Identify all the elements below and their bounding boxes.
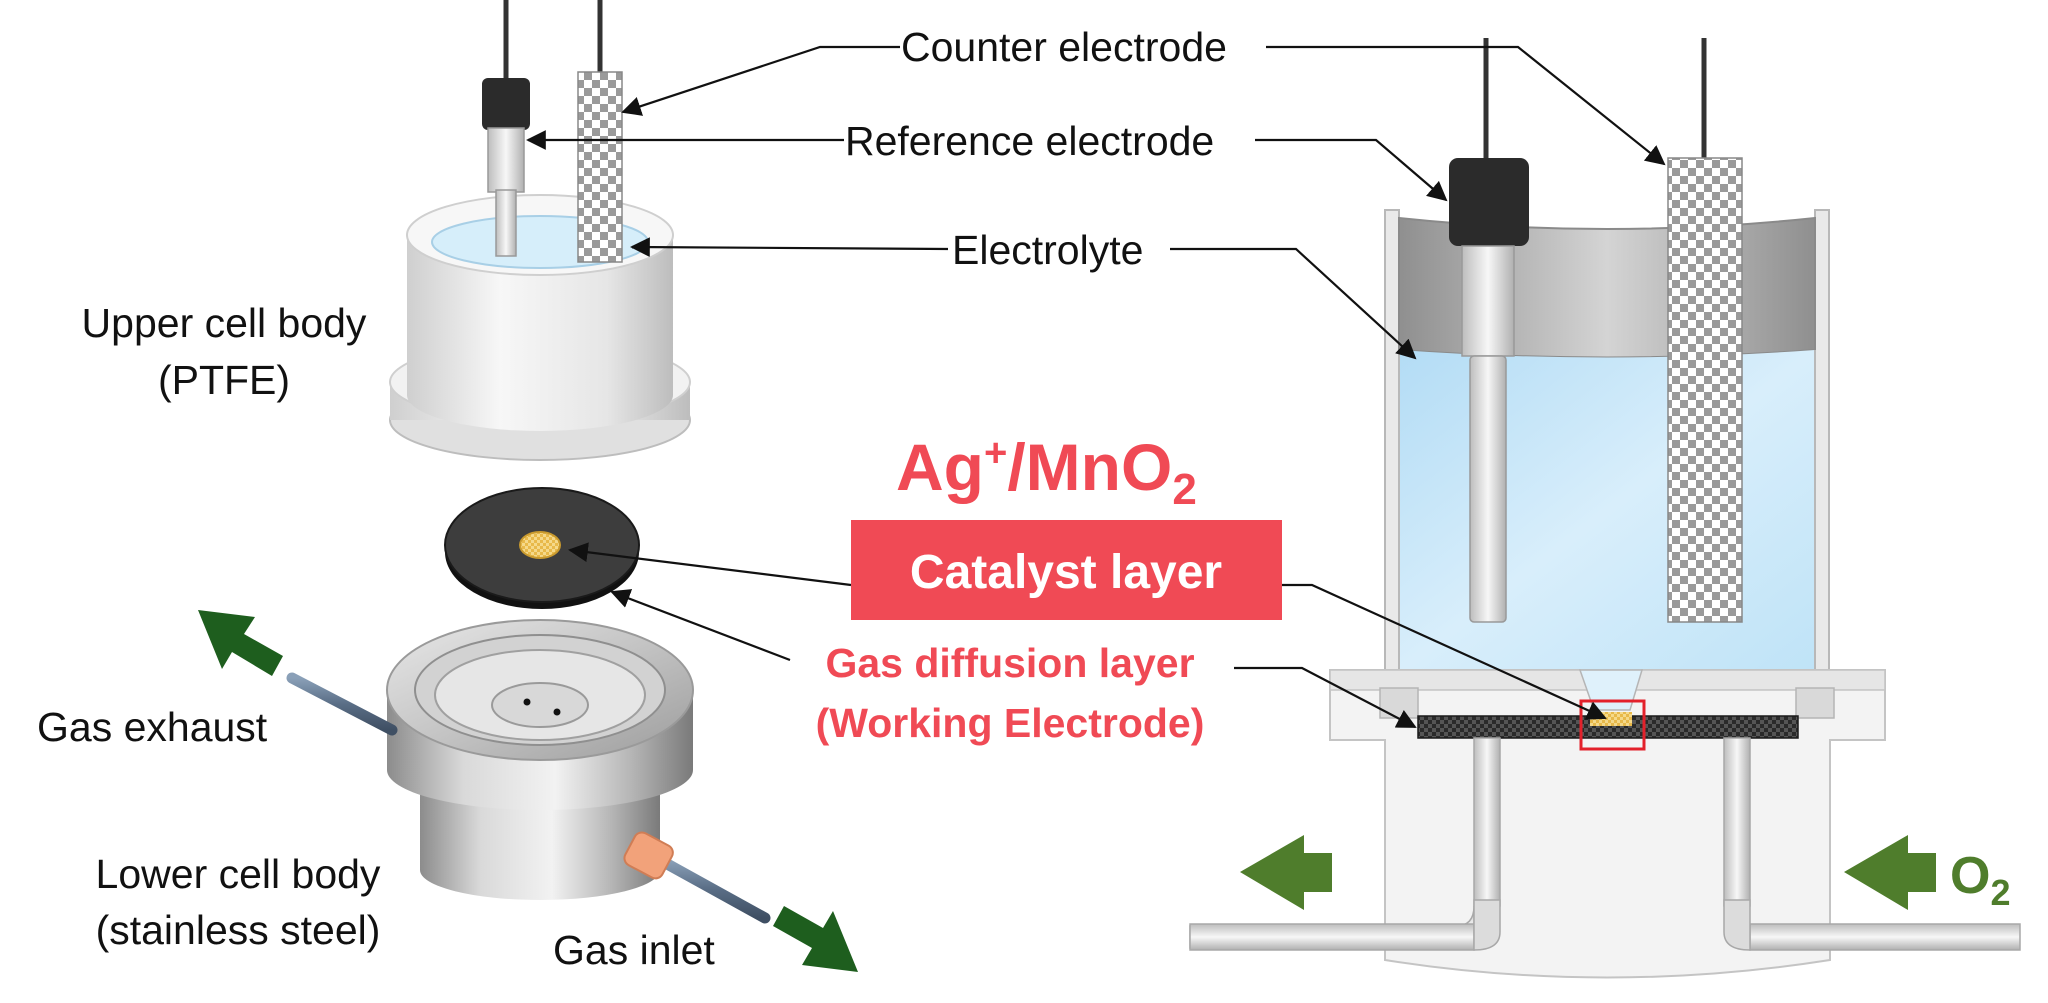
gas-inlet-tube — [623, 831, 771, 924]
leader-lines — [526, 45, 1666, 728]
right-counter-electrode — [1667, 38, 1743, 623]
upper-cell-body — [389, 194, 691, 461]
formula-subscript: 2 — [1172, 465, 1196, 514]
right-reference-electrode — [1449, 38, 1529, 623]
gas-diffusion-disc — [444, 487, 640, 609]
label-upper-cell-material: (PTFE) — [158, 357, 290, 403]
o2-subscript: 2 — [1990, 872, 2010, 913]
gas-exhaust-tube — [286, 672, 398, 736]
lower-cell-body — [386, 619, 694, 900]
label-counter-electrode: Counter electrode — [901, 24, 1227, 70]
label-gas-exhaust: Gas exhaust — [37, 704, 268, 750]
formula-ag-charge: + — [984, 431, 1007, 475]
label-gas-inlet: Gas inlet — [553, 927, 715, 973]
formula-mno: /MnO — [1007, 430, 1172, 504]
label-lower-cell-material: (stainless steel) — [96, 907, 381, 953]
gas-channels — [1189, 737, 2021, 951]
label-reference-electrode: Reference electrode — [845, 118, 1214, 164]
label-working-electrode: (Working Electrode) — [816, 700, 1205, 746]
catalyst-layer-box: Catalyst layer — [851, 520, 1282, 620]
exhaust-arrow-right — [1240, 835, 1332, 910]
label-o2: O2 — [1950, 847, 2010, 913]
gas-inlet-arrow — [773, 906, 858, 972]
svg-text:Ag+/MnO2: Ag+/MnO2 — [896, 430, 1197, 514]
label-upper-cell-body: Upper cell body — [82, 300, 367, 346]
label-catalyst-layer: Catalyst layer — [910, 546, 1222, 599]
gas-exhaust-arrow — [198, 610, 283, 676]
formula-ag: Ag — [896, 430, 984, 504]
o2-symbol: O — [1950, 847, 1990, 905]
catalyst-formula: Ag+/MnO2 — [896, 430, 1197, 514]
label-electrolyte: Electrolyte — [952, 227, 1143, 273]
label-gas-diffusion-layer: Gas diffusion layer — [825, 640, 1194, 686]
o2-inlet-arrow — [1844, 835, 1936, 910]
upper-counter-electrode — [577, 0, 623, 263]
label-lower-cell-body: Lower cell body — [96, 851, 381, 897]
glass-cell — [1384, 209, 1830, 681]
upper-reference-electrode — [482, 0, 530, 257]
